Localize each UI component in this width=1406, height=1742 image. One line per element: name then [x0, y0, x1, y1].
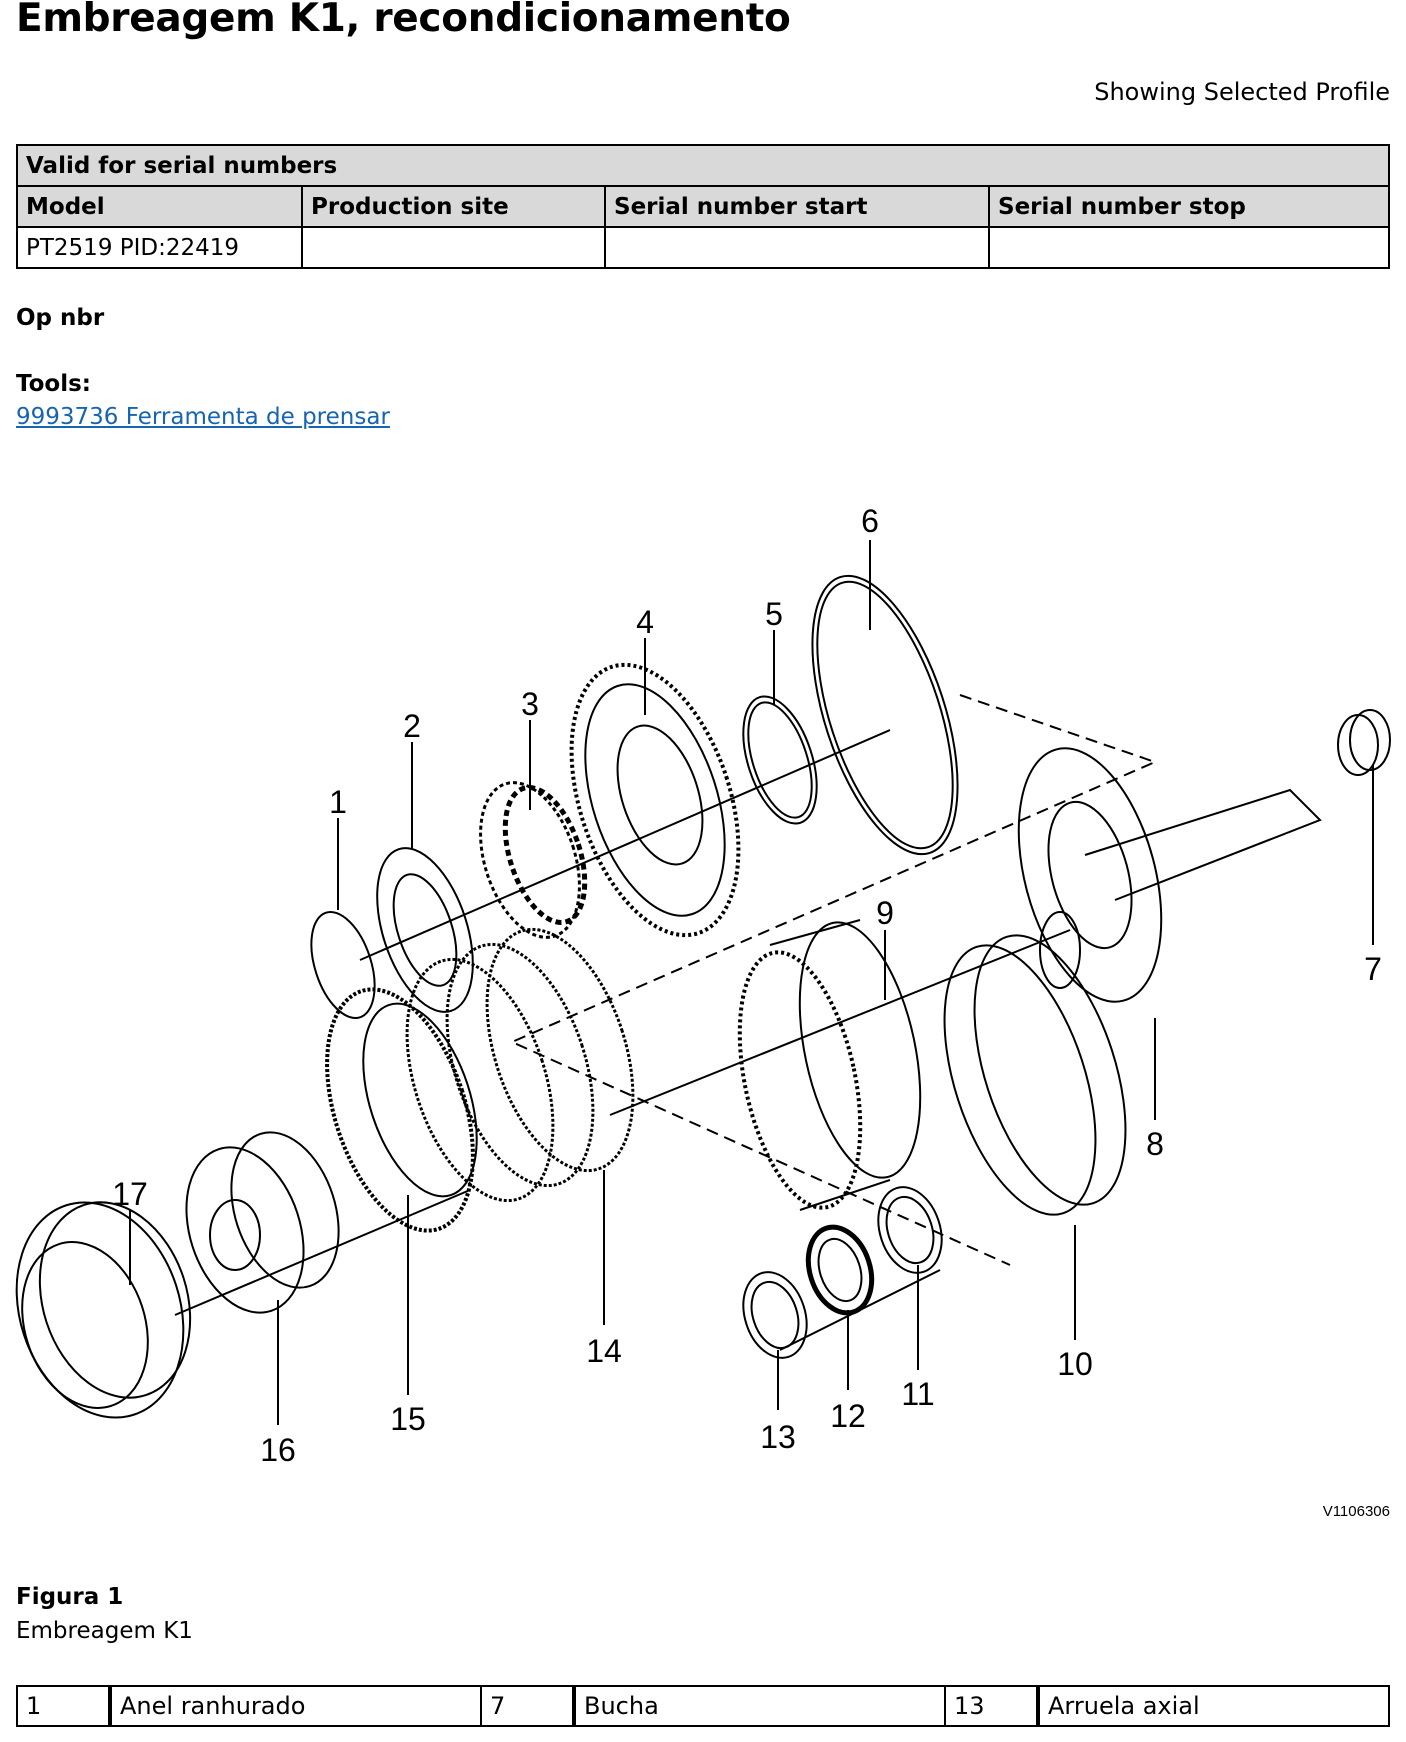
part-3-spring-pack: [479, 781, 588, 939]
part-name: Bucha: [574, 1685, 946, 1727]
part-number: 1: [16, 1685, 110, 1727]
callout-16: 16: [260, 1432, 296, 1468]
part-number: 13: [944, 1685, 1038, 1727]
callout-6: 6: [861, 503, 879, 539]
part-name: Anel ranhurado: [110, 1685, 482, 1727]
cell-divider: [572, 1685, 576, 1727]
part-10-rings: [943, 934, 1127, 1216]
part-17-housing: [15, 1201, 192, 1419]
cell-divider: [1036, 1685, 1040, 1727]
column-header-serial-stop: Serial number stop: [988, 185, 1390, 228]
callout-7: 7: [1364, 951, 1382, 987]
callout-17: 17: [112, 1176, 148, 1212]
part-14-plates: [405, 927, 635, 1203]
guide-dashed-line: [509, 694, 1158, 1266]
callout-5: 5: [765, 596, 783, 632]
figure-label: Figura 1: [16, 1584, 124, 1610]
part-2-disc: [376, 847, 474, 1013]
callout-2: 2: [403, 708, 421, 744]
part-11-washer: [877, 1186, 943, 1274]
cell-model: PT2519 PID:22419: [16, 226, 303, 269]
part-12-washer: [805, 1224, 875, 1316]
serial-table-header: Valid for serial numbers: [16, 144, 1390, 187]
callout-4: 4: [636, 604, 654, 640]
figure-caption: Embreagem K1: [16, 1618, 193, 1644]
serial-numbers-table: Valid for serial numbers Model Productio…: [16, 144, 1390, 269]
callout-9: 9: [876, 895, 894, 931]
part-4-piston: [569, 662, 741, 938]
table-row: PT2519 PID:22419: [16, 226, 1390, 269]
callout-13: 13: [760, 1419, 796, 1455]
callout-8: 8: [1146, 1126, 1164, 1162]
callout-10: 10: [1057, 1346, 1093, 1382]
column-header-model: Model: [16, 185, 303, 228]
part-6-ring: [811, 574, 959, 856]
callout-1: 1: [329, 784, 347, 820]
cell-serial-start: [604, 226, 990, 269]
part-13-washer: [742, 1271, 808, 1359]
parts-table: 1 Anel ranhurado 7 Bucha 13 Arruela axia…: [16, 1685, 1390, 1727]
callout-14: 14: [586, 1333, 622, 1369]
part-name: Arruela axial: [1038, 1685, 1390, 1727]
axis-line-middle: [609, 929, 1071, 1116]
leader-lines: [129, 540, 1374, 1425]
part-1-snap-ring: [310, 910, 376, 1020]
profile-indicator: Showing Selected Profile: [1094, 78, 1390, 106]
callout-15: 15: [390, 1401, 426, 1437]
cell-divider: [108, 1685, 112, 1727]
part-8-shaft: [1017, 747, 1322, 1003]
callout-3: 3: [521, 686, 539, 722]
cell-production-site: [301, 226, 606, 269]
part-9-drum: [737, 919, 922, 1211]
tool-link[interactable]: 9993736 Ferramenta de prensar: [16, 404, 390, 430]
callout-12: 12: [830, 1398, 866, 1434]
exploded-view-diagram: 1 2 3 4 5 6 7 8 9 10 11 12 13 14 15 16 1…: [15, 503, 1391, 1520]
axis-line-lower: [174, 1189, 471, 1316]
part-15-discs: [325, 987, 478, 1233]
column-header-serial-start: Serial number start: [604, 185, 990, 228]
tools-label: Tools:: [16, 371, 92, 397]
part-5-o-ring: [742, 695, 818, 825]
axis-line-upper: [359, 729, 891, 961]
image-code: V1106306: [1323, 1503, 1390, 1520]
table-row: 1 Anel ranhurado 7 Bucha 13 Arruela axia…: [16, 1685, 1390, 1727]
part-16-hub: [185, 1131, 340, 1314]
op-nbr-label: Op nbr: [16, 305, 105, 331]
part-7-bushing: [1337, 709, 1391, 776]
column-header-production-site: Production site: [301, 185, 606, 228]
page-title: Embreagem K1, recondicionamento: [16, 0, 791, 41]
cell-serial-stop: [988, 226, 1390, 269]
callout-11: 11: [901, 1376, 934, 1412]
part-number: 7: [480, 1685, 574, 1727]
